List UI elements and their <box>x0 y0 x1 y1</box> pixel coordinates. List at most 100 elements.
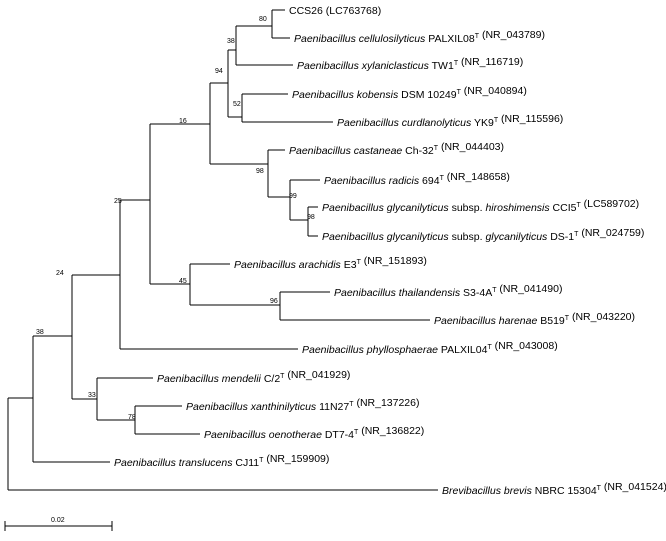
taxon-name: Paenibacillus radicis <box>324 175 420 187</box>
strain-text: DT7-4 <box>322 429 354 441</box>
leaf-labels: CCS26 (LC763768) Paenibacillus cellulosi… <box>114 5 666 497</box>
leaf-label: Paenibacillus kobensis DSM 10249T (NR_04… <box>292 85 527 101</box>
strain-text: CCS26 (LC763768) <box>289 5 381 17</box>
leaf-label: Paenibacillus cellulosilyticus PALXIL08T… <box>294 29 545 45</box>
strain-text: (NR_115596) <box>498 113 563 125</box>
leaf-label: Paenibacillus curdlanolyticus YK9T (NR_1… <box>337 113 563 129</box>
scale-bar-label: 0.02 <box>51 517 65 524</box>
bootstrap-16: 16 <box>179 118 187 125</box>
type-strain-mark: T <box>354 429 359 436</box>
bootstrap-98b: 98 <box>307 214 315 221</box>
type-strain-mark: T <box>434 145 439 152</box>
leaf-label: Paenibacillus oenotherae DT7-4T (NR_1368… <box>204 425 424 441</box>
strain-text: (NR_024759) <box>578 227 644 239</box>
leaf-label: Brevibacillus brevis NBRC 15304T (NR_041… <box>442 481 666 497</box>
tree-branches <box>4 9 438 531</box>
strain-text: (NR_041490) <box>496 283 562 295</box>
type-strain-mark: T <box>574 231 579 238</box>
leaf-label: Paenibacillus radicis 694T (NR_148658) <box>324 171 510 187</box>
bootstrap-38b: 38 <box>36 329 44 336</box>
taxon-name: Paenibacillus oenotherae <box>204 429 322 441</box>
leaf-label: Paenibacillus xylaniclasticus TW1T (NR_1… <box>297 56 523 72</box>
type-strain-mark: T <box>494 117 499 124</box>
bootstrap-45: 45 <box>179 278 187 285</box>
type-strain-mark: T <box>576 202 581 209</box>
bootstrap-78: 78 <box>128 414 136 421</box>
strain-text: 11N27 <box>316 401 349 413</box>
strain-text: DS-1 <box>547 231 574 243</box>
strain-text: PALXIL04 <box>438 344 488 356</box>
strain-text: 694 <box>419 175 440 187</box>
leaf-label: Paenibacillus phyllosphaerae PALXIL04T (… <box>302 340 558 356</box>
bootstrap-80: 80 <box>259 16 267 23</box>
leaf-label: Paenibacillus xanthinilyticus 11N27T (NR… <box>186 397 419 413</box>
strain-text: CCI5 <box>550 202 577 214</box>
taxon-name: Paenibacillus translucens <box>114 457 233 469</box>
strain-text: PALXIL08 <box>425 33 475 45</box>
taxon-name: Paenibacillus harenae <box>434 315 537 327</box>
taxon-name: Paenibacillus phyllosphaerae <box>302 344 438 356</box>
leaf-label: Paenibacillus arachidis E3T (NR_151893) <box>234 255 427 271</box>
strain-text: (NR_043789) <box>479 29 545 41</box>
taxon-name: Paenibacillus mendelii <box>157 373 262 385</box>
bootstrap-52: 52 <box>233 101 241 108</box>
type-strain-mark: T <box>597 485 602 492</box>
type-strain-mark: T <box>349 401 354 408</box>
type-strain-mark: T <box>259 457 264 464</box>
taxon-name: glycanilyticus <box>485 231 548 243</box>
type-strain-mark: T <box>475 33 480 40</box>
leaf-label: CCS26 (LC763768) <box>289 5 381 17</box>
strain-text: (NR_040894) <box>461 85 527 97</box>
taxon-name: Paenibacillus glycanilyticus <box>322 202 449 214</box>
taxon-name: Paenibacillus xylaniclasticus <box>297 60 430 72</box>
strain-text: (NR_041524) <box>601 481 666 493</box>
strain-text: (NR_137226) <box>354 397 420 409</box>
strain-text: CJ11 <box>232 457 259 469</box>
type-strain-mark: T <box>565 315 570 322</box>
strain-text: Ch-32 <box>402 145 434 157</box>
strain-text: (NR_043008) <box>492 340 558 352</box>
taxon-name: Paenibacillus curdlanolyticus <box>337 117 472 129</box>
leaf-label: Paenibacillus thailandensis S3-4AT (NR_0… <box>334 283 562 299</box>
taxon-name: Paenibacillus cellulosilyticus <box>294 33 426 45</box>
strain-text: subsp. <box>449 202 486 214</box>
strain-text: (NR_041929) <box>284 369 350 381</box>
type-strain-mark: T <box>440 175 445 182</box>
leaf-label: Paenibacillus mendelii C/2T (NR_041929) <box>157 369 350 385</box>
strain-text: E3 <box>341 259 357 271</box>
type-strain-mark: T <box>487 344 492 351</box>
leaf-label: Paenibacillus harenae B519T (NR_043220) <box>434 311 635 327</box>
bootstrap-33: 33 <box>88 392 96 399</box>
type-strain-mark: T <box>280 373 285 380</box>
taxon-name: Paenibacillus xanthinilyticus <box>186 401 317 413</box>
strain-text: (NR_136822) <box>358 425 424 437</box>
strain-text: (NR_159909) <box>263 453 329 465</box>
bootstrap-94: 94 <box>215 68 223 75</box>
type-strain-mark: T <box>492 287 497 294</box>
type-strain-mark: T <box>454 60 459 67</box>
bootstrap-24: 24 <box>56 270 64 277</box>
strain-text: DSM 10249 <box>398 89 457 101</box>
leaf-label: Paenibacillus castaneae Ch-32T (NR_04440… <box>289 141 504 157</box>
strain-text: YK9 <box>471 117 494 129</box>
bootstrap-38a: 38 <box>227 38 235 45</box>
strain-text: TW1 <box>429 60 454 72</box>
strain-text: NBRC 15304 <box>532 485 597 497</box>
taxon-name: Paenibacillus arachidis <box>234 259 342 271</box>
taxon-name: Paenibacillus thailandensis <box>334 287 461 299</box>
leaf-label: Paenibacillus glycanilyticus subsp. hiro… <box>322 198 639 214</box>
strain-text: subsp. <box>449 231 486 243</box>
bootstrap-values: 80 38 94 52 16 98 99 98 25 45 96 24 38 3… <box>36 16 315 421</box>
taxon-name: Brevibacillus brevis <box>442 485 533 497</box>
strain-text: S3-4A <box>460 287 492 299</box>
bootstrap-96: 96 <box>270 298 278 305</box>
type-strain-mark: T <box>357 259 362 266</box>
bootstrap-99: 99 <box>289 193 297 200</box>
taxon-name: Paenibacillus kobensis <box>292 89 399 101</box>
taxon-name: Paenibacillus glycanilyticus <box>322 231 449 243</box>
leaf-label: Paenibacillus translucens CJ11T (NR_1599… <box>114 453 329 469</box>
strain-text: (LC589702) <box>581 198 639 210</box>
strain-text: (NR_043220) <box>569 311 635 323</box>
strain-text: (NR_116719) <box>458 56 523 68</box>
